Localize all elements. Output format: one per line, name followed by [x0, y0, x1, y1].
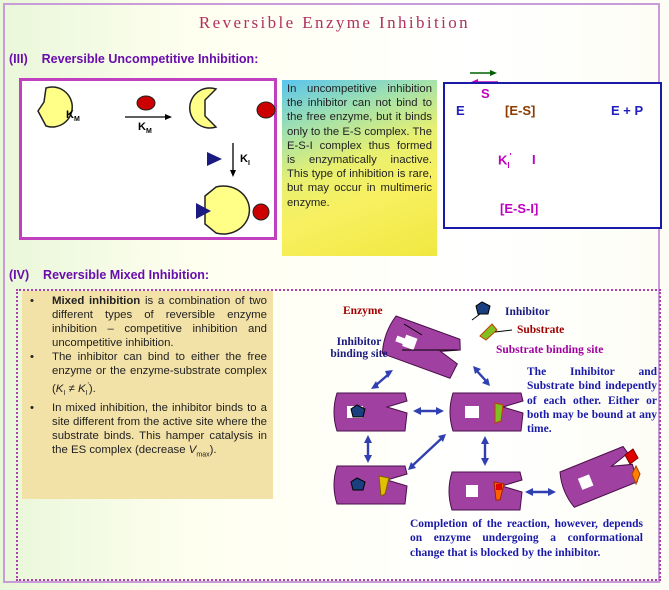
bullet-2-ki: K — [55, 382, 64, 395]
esi-complex — [196, 185, 270, 235]
enzyme-substrate-complex — [189, 87, 276, 129]
inhibitor-pointer — [471, 313, 481, 321]
scheme-ki: KI' — [498, 152, 512, 170]
bullet-2-ki2-sup: ' — [87, 381, 89, 389]
mixed-enzyme-substrate — [449, 392, 524, 432]
scheme-ep: E + P — [611, 103, 644, 118]
mixed-enzyme-inhibitor — [333, 392, 408, 432]
bullet-1-text: is a combination of two different types … — [52, 295, 267, 350]
bullet-3-text: In mixed inhibition, the inhibitor binds… — [52, 401, 267, 457]
label-inhibitor-site-line2: binding site — [330, 348, 388, 360]
product-orange-icon — [631, 464, 641, 486]
bullet-2-text: The inhibitor can bind to either the fre… — [52, 351, 267, 395]
km-subscript: M — [145, 128, 152, 136]
mixed-enzyme-both — [333, 465, 408, 505]
km-subscript: M — [73, 116, 80, 124]
section-3-title: Reversible Uncompetitive Inhibition: — [41, 52, 259, 66]
inhibitor-triangle — [207, 152, 222, 166]
bullet-3-v-sub: max — [196, 451, 210, 459]
ki-subscript: I — [247, 160, 250, 168]
label-enzyme: Enzyme — [343, 305, 383, 317]
scheme-ki-sup: ' — [509, 152, 512, 161]
section-3-heading: (III) Reversible Uncompetitive Inhibitio… — [9, 52, 258, 66]
bullet-2-neq: ≠ — [65, 382, 78, 395]
label-inhibitor-site-line1: Inhibitor — [336, 336, 382, 348]
reaction-scheme-box — [443, 82, 662, 229]
double-arrows — [364, 366, 556, 496]
section-4-number: (IV) — [9, 268, 30, 282]
section-3-number: (III) — [9, 52, 28, 66]
bullet-2-ki2: K — [77, 382, 86, 395]
bullet-1-bold: Mixed inhibition — [52, 295, 141, 307]
arrow-ki — [230, 143, 236, 177]
substrate-leaf-icon — [479, 323, 498, 341]
mixed-enzyme-product — [448, 471, 523, 511]
section-4-heading: (IV) Reversible Mixed Inhibition: — [9, 268, 209, 282]
label-substrate-binding-site: Substrate binding site — [496, 344, 604, 356]
enzyme-pointer — [403, 323, 423, 336]
mixed-bullet-list: Mixed inhibition is a combination of two… — [22, 291, 273, 462]
ki-letter: K — [240, 153, 248, 165]
ki-label: KI — [240, 153, 250, 167]
section-4-title: Reversible Mixed Inhibition: — [43, 268, 210, 282]
uncompetitive-description: In uncompetitive inhibition the inhibito… — [282, 80, 437, 256]
mixed-enzyme-released — [559, 445, 638, 508]
km-label: KM — [138, 121, 152, 135]
km-letter: K — [138, 121, 146, 133]
scheme-e: E — [456, 103, 465, 118]
substrate-pointer — [494, 329, 513, 333]
mixed-bullets-panel: Mixed inhibition is a combination of two… — [22, 291, 273, 499]
binding-paragraph: The Inhibitor and Substrate bind indepen… — [527, 366, 657, 436]
page-title: Reversible Enzyme Inhibition — [198, 13, 471, 32]
bullet-3-end: ). — [209, 444, 217, 457]
mixed-inhibition-box — [16, 289, 661, 581]
bullet-2-end: ). — [88, 382, 96, 395]
completion-paragraph: Completion of the reaction, however, dep… — [410, 518, 643, 559]
bullet-2-ki2-sub: I — [85, 389, 88, 397]
label-inhibitor-binding-site: Inhibitor binding site — [324, 336, 394, 360]
km-label: KM — [66, 109, 80, 123]
scheme-i: I — [532, 152, 536, 167]
bullet-2: The inhibitor can bind to either the fre… — [30, 350, 267, 400]
mixed-enzyme-free — [381, 315, 461, 379]
bullet-3-v: V — [188, 444, 197, 457]
scheme-esi: [E-S-I] — [500, 201, 539, 216]
bullet-3: In mixed inhibition, the inhibitor binds… — [30, 401, 267, 463]
product-red-icon — [624, 448, 639, 465]
label-substrate: Substrate — [517, 324, 565, 336]
scheme-ki-letter: K — [498, 152, 508, 168]
km-letter: K — [66, 109, 74, 121]
inhibitor-pentagon-icon — [475, 301, 491, 315]
bullet-1: Mixed inhibition is a combination of two… — [30, 294, 267, 350]
bullet-2-ki-sub: I — [63, 389, 66, 397]
scheme-s: S — [481, 86, 490, 101]
substrate-molecule — [136, 95, 156, 111]
label-inhibitor: Inhibitor — [505, 306, 550, 318]
scheme-es: [E-S] — [505, 103, 536, 118]
arrow-km — [125, 114, 172, 120]
free-enzyme — [37, 86, 73, 128]
scheme-ki-sub: I — [507, 160, 510, 170]
